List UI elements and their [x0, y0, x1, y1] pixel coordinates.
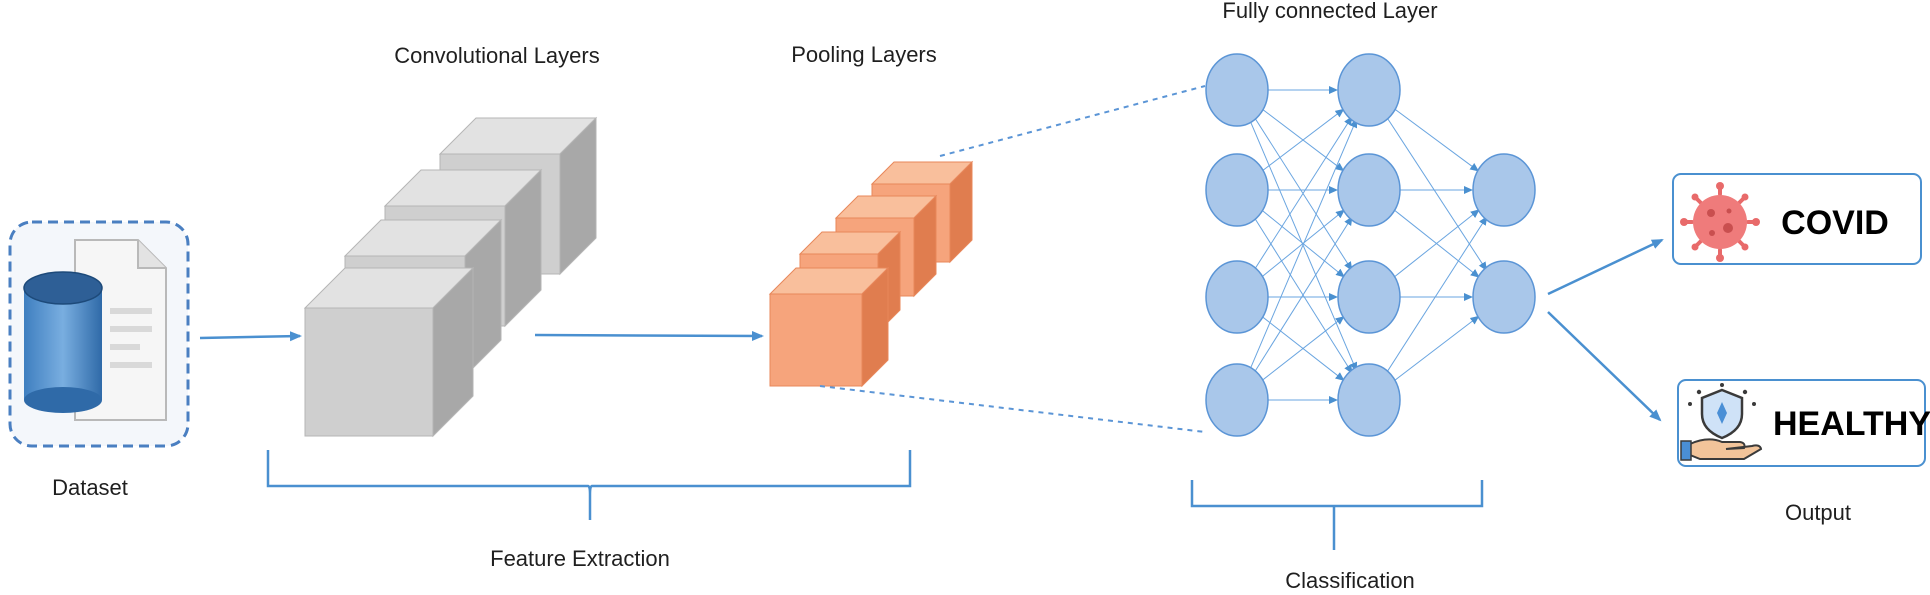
pooling-layers [768, 160, 974, 388]
fc-neuron [1337, 363, 1401, 437]
pooling-layers-label: Pooling Layers [791, 42, 937, 67]
classification-label: Classification [1285, 568, 1415, 593]
fc-connection [1260, 209, 1345, 278]
fc-neuron [1205, 153, 1269, 227]
shield-hand-icon [1680, 383, 1763, 461]
output-label: Output [1785, 500, 1851, 525]
fc-neuron [1205, 260, 1269, 334]
covid-label: COVID [1781, 204, 1889, 242]
projection-line-top [939, 85, 1206, 157]
dataset-label: Dataset [52, 475, 128, 500]
conv-cube [303, 266, 475, 438]
fully-connected-network [1205, 53, 1536, 437]
convolutional-layers-label: Convolutional Layers [394, 43, 599, 68]
arrow-to-healthy [1547, 311, 1662, 422]
classification-brace [1190, 480, 1484, 550]
virus-icon [1680, 182, 1760, 262]
fc-connection [1385, 216, 1488, 375]
fc-neuron [1337, 260, 1401, 334]
fc-connection [1385, 115, 1488, 272]
fc-neuron [1472, 260, 1536, 334]
fc-neuron [1205, 53, 1269, 127]
fc-connection [1393, 108, 1480, 172]
dataset-icon [8, 220, 190, 448]
fc-neuron [1205, 363, 1269, 437]
fc-neuron [1472, 153, 1536, 227]
projection-line-bottom [819, 385, 1206, 433]
pool-cube [768, 266, 890, 388]
fc-neuron [1337, 53, 1401, 127]
arrow-dataset-to-conv [199, 331, 302, 342]
feature-extraction-label: Feature Extraction [490, 546, 670, 571]
arrow-conv-to-pooling [534, 330, 764, 341]
covid-output-box: COVID [1672, 173, 1922, 265]
fc-connection [1248, 118, 1358, 372]
fully-connected-layer-label: Fully connected Layer [1222, 0, 1437, 23]
fc-connection [1253, 116, 1353, 272]
fc-connection [1392, 209, 1480, 279]
healthy-label: HEALTHY [1773, 405, 1930, 443]
fc-connection [1261, 108, 1345, 172]
fc-connection [1393, 315, 1480, 382]
fc-neuron [1337, 153, 1401, 227]
fc-connection [1253, 216, 1353, 375]
convolutional-layers [303, 116, 598, 438]
fc-connection [1261, 316, 1345, 382]
feature-extraction-brace [266, 450, 912, 520]
arrow-to-covid [1547, 238, 1664, 296]
healthy-output-box: HEALTHY [1677, 379, 1930, 467]
